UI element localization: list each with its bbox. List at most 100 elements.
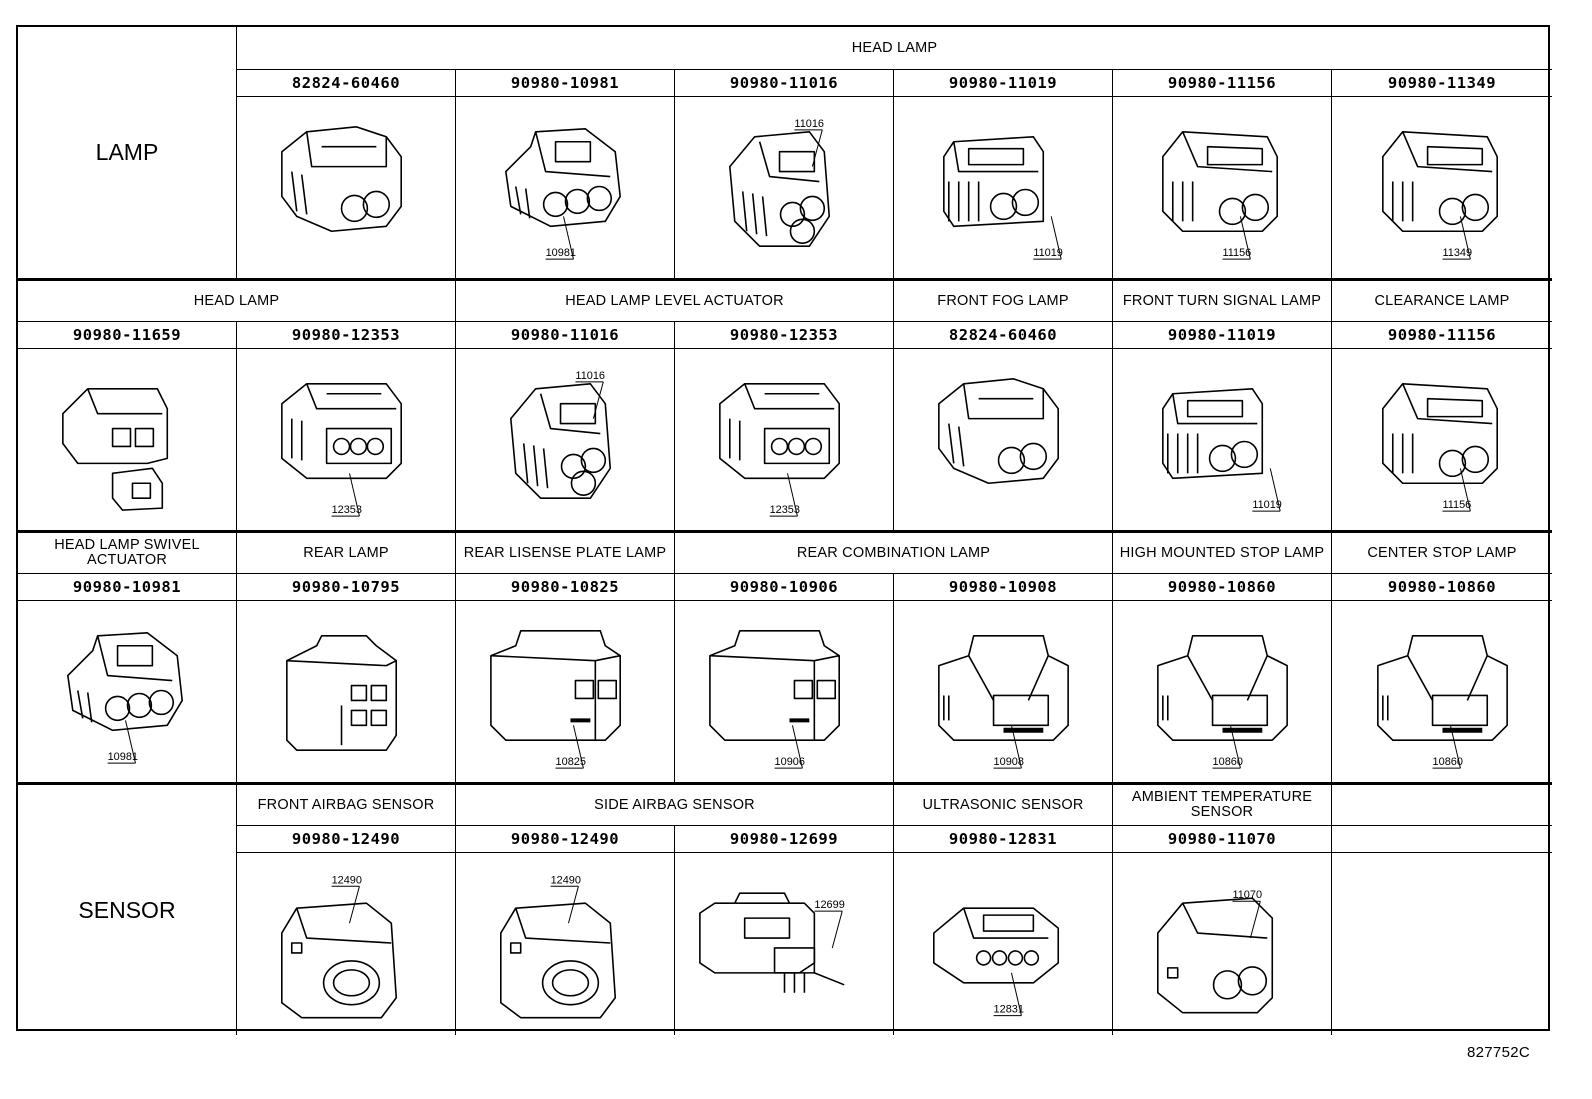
callout-text: 10981 — [546, 247, 576, 259]
part-number: 90980-10906 — [675, 574, 894, 601]
group-header: HEAD LAMP — [237, 27, 1552, 70]
callout-text: 10981 — [108, 751, 138, 763]
connector-line-art: 10981 — [67, 632, 183, 764]
part-number: 82824-60460 — [894, 322, 1113, 349]
connector-chart: LAMP HEAD LAMP 82824-60460 90980-10981 9… — [16, 25, 1552, 1035]
part-number: 90980-10908 — [894, 574, 1113, 601]
part-number: 90980-11070 — [1113, 826, 1332, 853]
callout-text: 12490 — [332, 874, 362, 886]
connector-drawing: 11349 — [1332, 97, 1552, 279]
group-header: FRONT FOG LAMP — [894, 279, 1113, 322]
group-header: REAR COMBINATION LAMP — [675, 531, 1113, 574]
callout-text: 12353 — [770, 504, 800, 516]
group-header: CLEARANCE LAMP — [1332, 279, 1552, 322]
connector-drawing: 10825 — [456, 601, 675, 783]
callout-text: 12831 — [994, 1004, 1024, 1016]
part-number: 90980-11016 — [456, 322, 675, 349]
connector-line-art: 11156 — [1162, 131, 1278, 260]
category-lamp: LAMP — [18, 27, 237, 279]
connector-drawing: 12699 — [675, 853, 894, 1035]
connector-drawing: 10860 — [1113, 601, 1332, 783]
callout-text: 10860 — [1433, 756, 1463, 768]
connector-drawing: 12490 — [456, 853, 675, 1035]
callout-text: 11156 — [1442, 499, 1471, 511]
connector-drawing: 11016 — [675, 97, 894, 279]
part-number: 90980-12831 — [894, 826, 1113, 853]
callout-label: 11016 — [794, 118, 824, 167]
callout-text: 10908 — [994, 756, 1024, 768]
connector-line-art: 12353 — [719, 383, 840, 517]
connector-line-art: 11156 — [1382, 383, 1498, 512]
group-header: FRONT AIRBAG SENSOR — [237, 783, 456, 826]
callout-label: 12831 — [993, 972, 1024, 1017]
connector-line-art: 12490 — [280, 874, 398, 1019]
callout-text: 10906 — [775, 756, 805, 768]
part-number: 90980-10860 — [1332, 574, 1552, 601]
connector-drawing: 12353 — [237, 349, 456, 531]
connector-line-art: 10908 — [938, 635, 1069, 769]
group-header: HEAD LAMP — [18, 279, 456, 322]
group-header: HEAD LAMP SWIVEL ACTUATOR — [18, 531, 237, 574]
callout-label: 11156 — [1442, 468, 1471, 512]
part-number: 90980-12353 — [675, 322, 894, 349]
connector-drawing: 12490 — [237, 853, 456, 1035]
callout-label: 10860 — [1432, 725, 1463, 769]
empty-cell — [1332, 783, 1552, 826]
connector-line-art: 11019 — [943, 135, 1063, 260]
part-number: 90980-10795 — [237, 574, 456, 601]
callout-label: 11016 — [575, 370, 605, 419]
callout-label: 11019 — [1252, 468, 1282, 512]
group-header: ULTRASONIC SENSOR — [894, 783, 1113, 826]
callout-text: 11349 — [1442, 247, 1472, 259]
empty-cell — [1332, 826, 1552, 853]
part-number: 90980-11156 — [1113, 70, 1332, 97]
callout-label: 12353 — [770, 473, 800, 517]
part-number: 90980-11016 — [675, 70, 894, 97]
callout-text: 10860 — [1213, 756, 1243, 768]
connector-line-art: 12353 — [281, 383, 402, 517]
connector-line-art — [938, 378, 1059, 485]
part-number: 90980-11659 — [18, 322, 237, 349]
callout-text: 10825 — [556, 756, 586, 768]
connector-drawing — [237, 601, 456, 783]
callout-text: 11016 — [794, 118, 824, 130]
connector-drawing: 12831 — [894, 853, 1113, 1035]
callout-label: 10981 — [546, 216, 576, 260]
group-header: CENTER STOP LAMP — [1332, 531, 1552, 574]
connector-line-art: 11019 — [1162, 387, 1282, 512]
group-header: AMBIENT TEMPERATURE SENSOR — [1113, 783, 1332, 826]
callout-label: 10825 — [556, 725, 586, 769]
connector-drawing — [894, 349, 1113, 531]
callout-text: 12699 — [814, 899, 844, 911]
connector-drawing: 12353 — [675, 349, 894, 531]
callout-text: 12490 — [551, 874, 581, 886]
callout-text: 12353 — [332, 504, 362, 516]
callout-text: 11019 — [1033, 247, 1063, 259]
part-number: 90980-11349 — [1332, 70, 1552, 97]
callout-label: 12490 — [550, 874, 581, 924]
part-number: 90980-10860 — [1113, 574, 1332, 601]
category-sensor: SENSOR — [18, 783, 237, 1035]
part-number: 82824-60460 — [237, 70, 456, 97]
connector-drawing: 11019 — [894, 97, 1113, 279]
callout-label: 11349 — [1442, 216, 1472, 260]
connector-line-art: 10825 — [490, 630, 621, 769]
connector-line-art: 10981 — [505, 128, 621, 260]
group-header: SIDE AIRBAG SENSOR — [456, 783, 894, 826]
part-number: 90980-11019 — [894, 70, 1113, 97]
diagram-code: 827752C — [1467, 1044, 1530, 1061]
callout-label: 11156 — [1222, 216, 1251, 260]
part-number: 90980-12353 — [237, 322, 456, 349]
callout-label: 10860 — [1212, 725, 1243, 769]
connector-drawing: 11156 — [1332, 349, 1552, 531]
connector-drawing: 10906 — [675, 601, 894, 783]
part-number: 90980-12490 — [456, 826, 675, 853]
part-number: 90980-10981 — [456, 70, 675, 97]
callout-text: 11016 — [575, 370, 605, 382]
connector-drawing: 10981 — [456, 97, 675, 279]
callout-label: 12353 — [331, 473, 362, 517]
callout-text: 11070 — [1232, 889, 1262, 901]
connector-drawing — [18, 349, 237, 531]
callout-text: 11019 — [1252, 499, 1282, 511]
connector-drawing: 10981 — [18, 601, 237, 783]
